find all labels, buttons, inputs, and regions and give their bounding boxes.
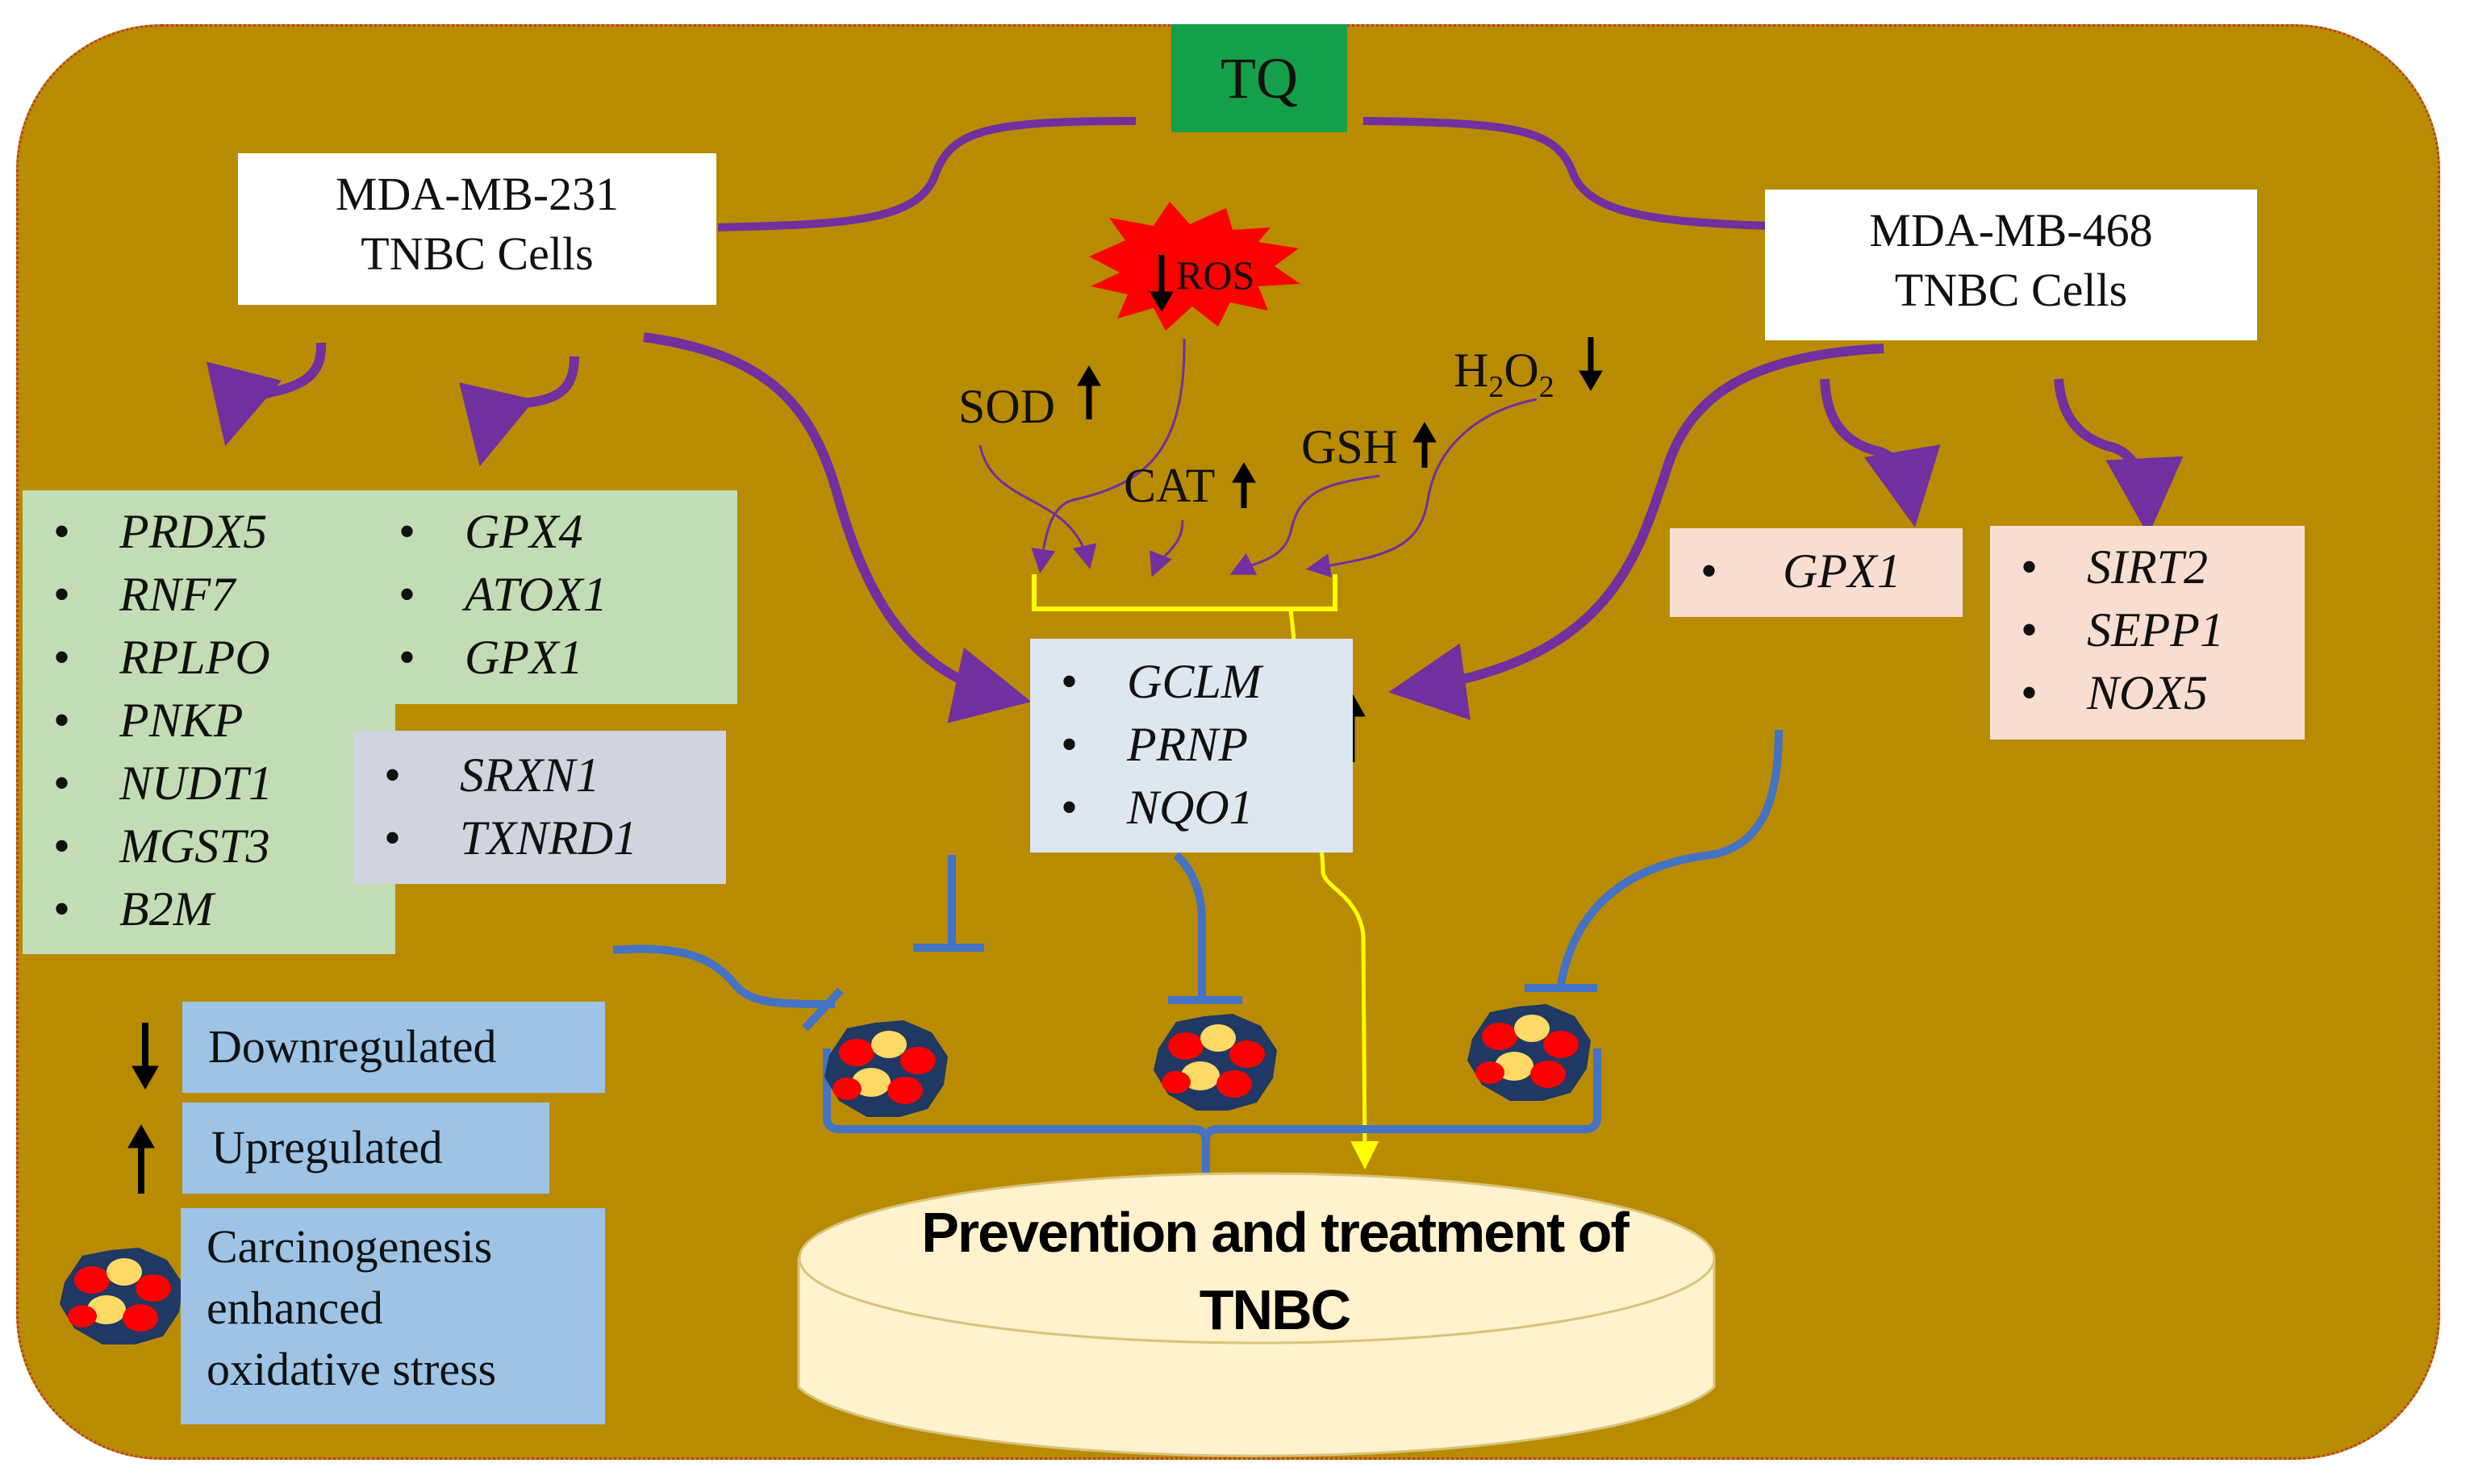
cluster-glyph-1 (824, 1020, 948, 1117)
tq-brace-right (1362, 117, 1767, 230)
cat-up-arrow (1232, 462, 1256, 508)
h2o2-down-arrow (1579, 337, 1603, 391)
inhibit-231-left (612, 944, 836, 1008)
arrow-468-to-common (1388, 344, 1884, 720)
gene-item: RNF7 (23, 563, 395, 626)
thin-arrow-cat (1150, 519, 1184, 577)
cluster-glyph-legend (60, 1248, 183, 1344)
thin-arrow-sod (978, 444, 1097, 569)
arrow-468-to-sirt2 (2054, 378, 2184, 536)
legend-carcino-line3: oxidative stress (207, 1343, 497, 1395)
thin-arrow-ros (1031, 338, 1186, 573)
gene-item: GPX1 (1670, 540, 1963, 602)
gene-item: PNKP (23, 689, 395, 752)
cluster-glyph-3 (1467, 1004, 1591, 1101)
common-up-list: GCLM PRNP NQO1 (1030, 639, 1353, 852)
gene-item: PRNP (1030, 713, 1353, 776)
gsh-label: GSH (1301, 420, 1399, 473)
mda468-up-list: GPX1 (1670, 528, 1963, 617)
gene-item: SRXN1 (353, 744, 726, 807)
mda231-gene-list-2: GPX4 ATOX1 GPX1 (368, 490, 737, 704)
gene-item: RPLPO (23, 626, 395, 689)
cluster-glyph-2 (1154, 1014, 1277, 1111)
gene-item: SIRT2 (1990, 536, 2305, 598)
legend-carcinogenesis: Carcinogenesis enhanced oxidative stress (181, 1208, 605, 1424)
mda468-box: MDA-MB-468 TNBC Cells (1765, 190, 2257, 340)
legend-carcino-line2: enhanced (207, 1282, 383, 1334)
legend-downregulated: Downregulated (182, 1002, 605, 1093)
sod-label: SOD (958, 380, 1056, 433)
mda231-gene-list-1: PRDX5 RNF7 RPLPO PNKP NUDT1 MGST3 B2M (23, 490, 395, 954)
sod-up-arrow (1077, 365, 1101, 419)
gene-item: MGST3 (23, 815, 395, 877)
gene-item: NQO1 (1030, 776, 1353, 839)
inhibit-468 (1557, 729, 1783, 985)
gene-item: GPX4 (368, 500, 737, 563)
gene-item: ATOX1 (368, 563, 737, 626)
legend-carcino-line1: Carcinogenesis (207, 1220, 493, 1273)
arrow-468-to-gpx1 (1820, 378, 1941, 527)
thin-arrow-h2o2 (1306, 398, 1538, 578)
mda231-up-list: SRXN1 TXNRD1 (353, 731, 726, 884)
thin-arrow-gsh (1229, 474, 1380, 575)
mda231-line1: MDA-MB-231 (335, 168, 620, 220)
gene-item: SEPP1 (1990, 598, 2305, 661)
ros-burst (1089, 202, 1300, 331)
gene-item: PRDX5 (23, 500, 395, 563)
ros-label: ROS (1176, 252, 1255, 298)
mda468-line1: MDA-MB-468 (1869, 204, 2153, 256)
mda468-down-list: SIRT2 SEPP1 NOX5 (1990, 526, 2305, 740)
gsh-up-arrow (1412, 422, 1437, 468)
legend-upregulated: Upregulated (182, 1103, 549, 1194)
arrow-231-to-list1 (206, 342, 327, 447)
legend-down-arrow (131, 1023, 159, 1090)
tq-label: TQ (1171, 24, 1347, 132)
mda231-line2: TNBC Cells (361, 227, 594, 280)
inhibit-common (1173, 852, 1206, 1000)
outcome-text: Prevention and treatment of TNBC (831, 1194, 1718, 1349)
cat-label: CAT (1124, 459, 1216, 512)
outcome-line2: TNBC (1199, 1278, 1351, 1341)
gene-item: NUDT1 (23, 752, 395, 815)
ros-down-arrow (1150, 255, 1174, 312)
legend-up-arrow (127, 1123, 155, 1194)
tq-brace-left (717, 117, 1137, 231)
h2o2-label: H2O2 (1454, 344, 1554, 404)
blue-brace (823, 1048, 1601, 1210)
arrow-231-to-list2 (459, 356, 579, 467)
mda468-line2: TNBC Cells (1894, 264, 2128, 316)
gene-item: GPX1 (368, 626, 737, 689)
mda231-box: MDA-MB-231 TNBC Cells (238, 153, 716, 305)
arrow-231-to-common (643, 332, 1032, 723)
outcome-drum (797, 1172, 1716, 1457)
gene-item: GCLM (1030, 650, 1353, 713)
gene-item: NOX5 (1990, 661, 2305, 724)
outcome-line1: Prevention and treatment of (921, 1201, 1629, 1264)
gene-item: TXNRD1 (353, 807, 726, 869)
gene-item: B2M (23, 877, 395, 940)
yellow-bracket (1032, 574, 1337, 611)
